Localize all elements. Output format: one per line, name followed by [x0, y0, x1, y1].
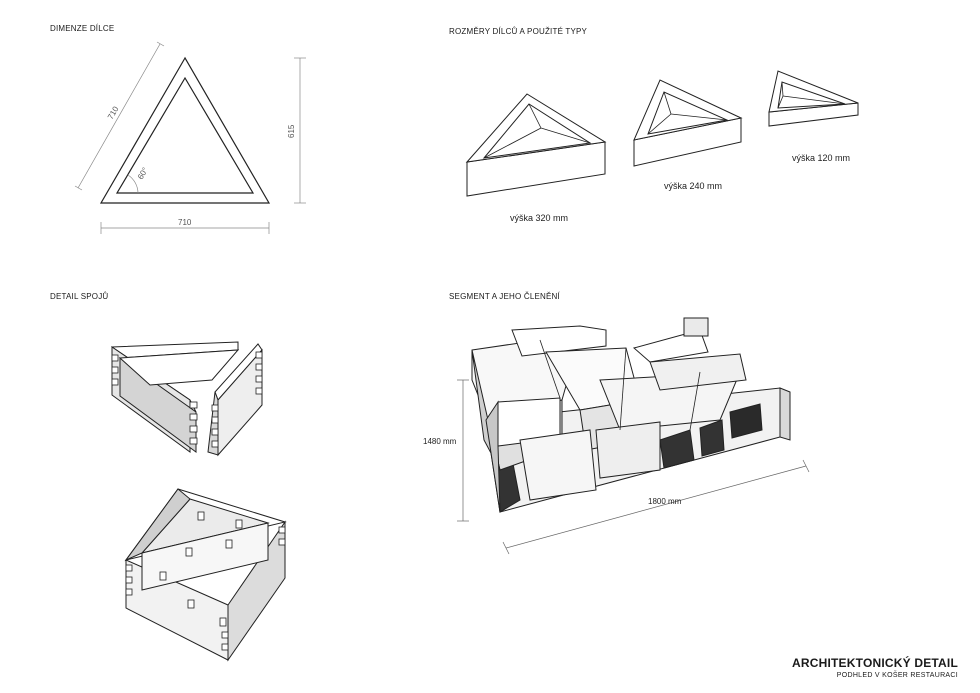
footer-title: ARCHITEKTONICKÝ DETAIL: [792, 656, 958, 670]
segment-module-h: [595, 421, 661, 479]
segment-width-line: [505, 465, 807, 549]
base-dimension-label: 710: [178, 218, 192, 227]
triangle-inner: [115, 76, 255, 194]
segment-assembly: [471, 317, 791, 513]
module-320: [465, 93, 607, 197]
side-dimension-label: 710: [106, 104, 121, 121]
section-title-sizes: ROZMĚRY DÍLCŮ A POUŽITÉ TYPY: [449, 27, 588, 36]
segment-shadow-5: [699, 419, 725, 457]
assembled-notches: [159, 511, 243, 627]
dimension-triangle-drawing: [99, 56, 271, 204]
segment-shadow-6: [729, 403, 763, 439]
joint-detail-exploded: [111, 341, 263, 457]
segment-width-label: 1800 mm: [648, 497, 682, 506]
segment-post: [683, 317, 709, 337]
height-dimension-label: 615: [287, 124, 296, 138]
assembled-finger-joints: [125, 526, 286, 651]
joint-right-wall: [217, 348, 263, 457]
segment-module-e: [632, 329, 709, 363]
finger-joints-left: [111, 354, 198, 445]
joint-detail-assembled: [124, 488, 287, 662]
module-320-caption: výška 320 mm: [510, 213, 569, 223]
angle-label: 60°: [136, 166, 150, 181]
segment-module-b: [511, 325, 607, 357]
module-120-caption: výška 120 mm: [792, 153, 851, 163]
footer-subtitle: PODHLED V KOŠER RESTAURACI: [836, 672, 958, 679]
finger-joints-right: [211, 351, 263, 448]
segment-module-g: [519, 429, 597, 501]
angle-arc: [127, 174, 139, 194]
module-240-caption: výška 240 mm: [664, 181, 723, 191]
segment-dimension-lines: [457, 379, 810, 555]
module-120: [768, 70, 859, 127]
module-240: [633, 79, 743, 167]
dimension-lines: [74, 41, 306, 234]
segment-module-f: [649, 353, 747, 391]
section-title-segment: SEGMENT A JEHO ČLENĚNÍ: [449, 292, 560, 301]
triangle-outer: [99, 56, 271, 204]
segment-shadow-4: [659, 429, 695, 469]
segment-depth-label: 1480 mm: [423, 437, 457, 446]
section-title-joints: DETAIL SPOJŮ: [50, 292, 109, 301]
side-dimension-line: [77, 43, 161, 189]
section-title-dimensions: DIMENZE DÍLCE: [50, 24, 115, 33]
